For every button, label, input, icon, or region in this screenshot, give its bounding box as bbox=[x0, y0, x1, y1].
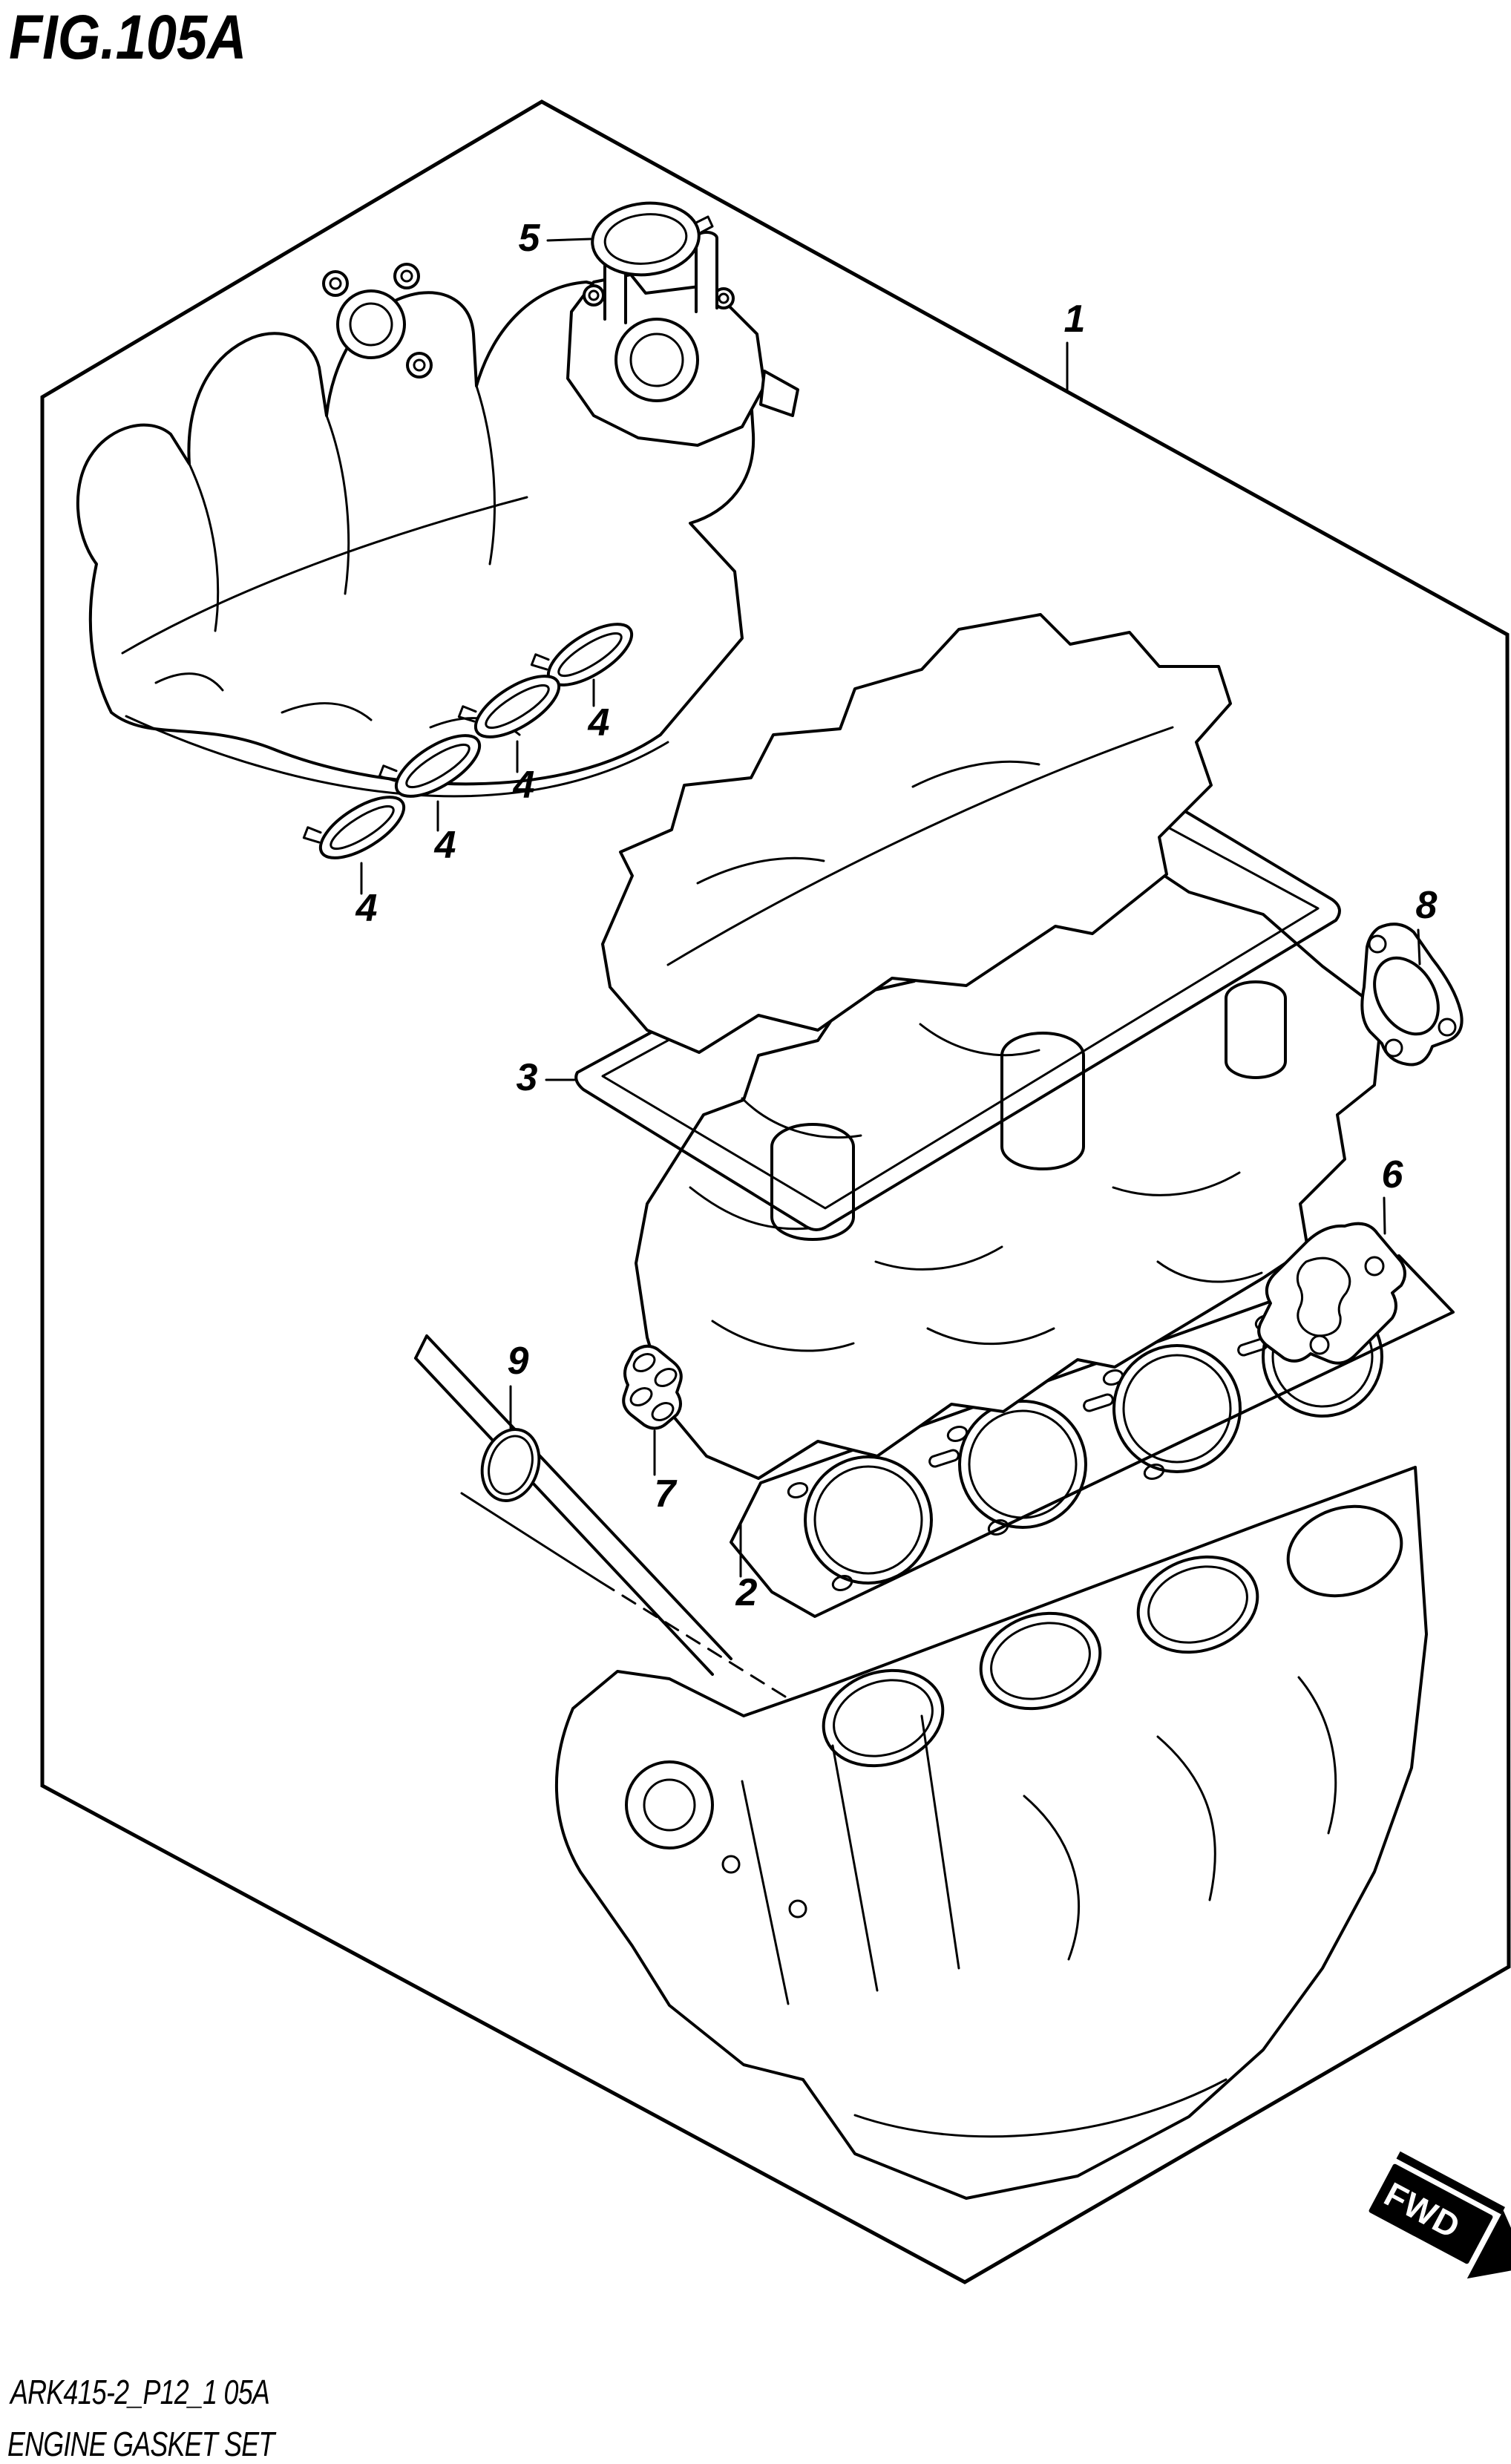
water-outlet-gasket-drawing bbox=[1257, 1222, 1406, 1365]
diagram-frame-border bbox=[40, 99, 1511, 2284]
footer-part-code: ARK415-2_P12_1 05A bbox=[10, 2373, 270, 2411]
intake-port-gasket-drawing bbox=[457, 675, 561, 738]
cam-housing-gasket-drawing bbox=[622, 1344, 683, 1430]
exhaust-flange-gasket-drawing bbox=[1360, 923, 1464, 1066]
callout-3: 3 bbox=[516, 1056, 538, 1099]
cylinder-block-drawing bbox=[414, 1334, 1428, 2200]
callout-6: 6 bbox=[1381, 1153, 1403, 1196]
footer-caption: ENGINE GASKET SET bbox=[7, 2425, 275, 2463]
fwd-arrow-icon: FWD bbox=[1369, 2151, 1511, 2279]
callout-7: 7 bbox=[654, 1472, 676, 1516]
intake-port-gasket-drawing bbox=[302, 796, 406, 859]
water-pump-oring-drawing bbox=[460, 1428, 787, 1698]
throttle-body-oring-drawing bbox=[591, 201, 714, 277]
callout-4b: 4 bbox=[513, 764, 535, 807]
figure-title: FIG.105A bbox=[9, 2, 247, 72]
callout-leader-lines bbox=[360, 237, 1421, 1578]
callout-5: 5 bbox=[518, 217, 540, 260]
callout-4a: 4 bbox=[588, 701, 610, 744]
cylinder-head-drawing bbox=[635, 861, 1383, 1480]
callout-2: 2 bbox=[735, 1571, 758, 1614]
callout-9: 9 bbox=[507, 1340, 529, 1383]
valve-cover-drawing bbox=[601, 613, 1232, 1054]
callout-4c: 4 bbox=[434, 824, 456, 867]
callout-4d: 4 bbox=[355, 887, 378, 930]
intake-port-gasket-drawing bbox=[378, 734, 482, 798]
callout-8: 8 bbox=[1415, 884, 1438, 927]
callout-1: 1 bbox=[1063, 298, 1086, 341]
